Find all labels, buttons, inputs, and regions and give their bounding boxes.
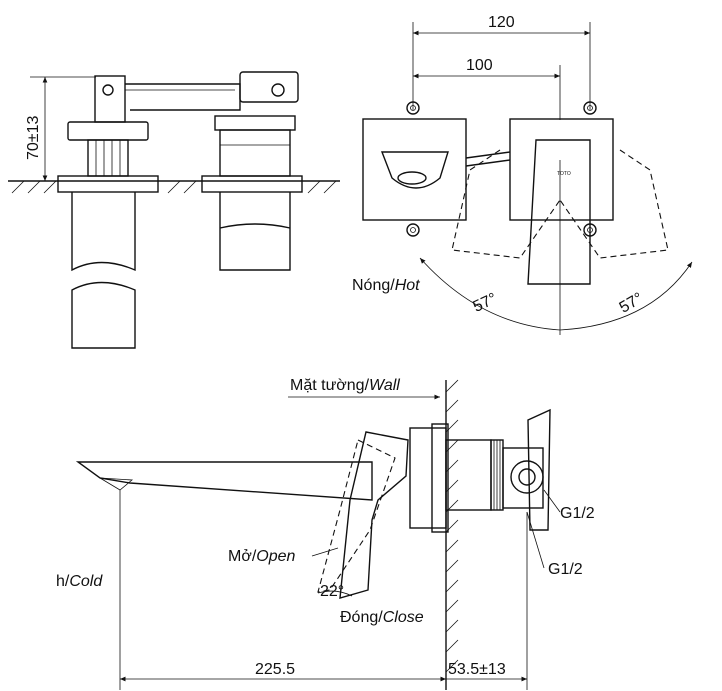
ground-hatching — [11, 180, 337, 194]
spout-length-label: 225.5 — [255, 661, 295, 678]
wall-depth-label: 53.5±13 — [448, 661, 506, 678]
lever-angle-label: 22° — [320, 583, 344, 600]
thread-label-top: G1/2 — [560, 505, 595, 522]
cold-label: h/Cold — [56, 573, 103, 590]
close-label: Đóng/Close — [340, 609, 424, 626]
hot-label: Nóng/Hot — [352, 277, 420, 294]
side-elevation-view: 70±13 — [8, 71, 340, 349]
thread-label-bottom: G1/2 — [548, 561, 583, 578]
width-inner-label: 100 — [466, 57, 493, 74]
plan-view: 120 100 TOTO 57° 57° — [352, 14, 693, 335]
width-outer-label: 120 — [488, 14, 515, 31]
angle-right-label: 57° — [617, 290, 646, 317]
open-label: Mở/Open — [228, 548, 296, 565]
wall-label: Mặt tường/Wall — [290, 377, 400, 394]
angle-left-label: 57° — [471, 290, 500, 316]
brand-logo: TOTO — [557, 171, 571, 177]
front-section-view: Mặt tường/Wall 22° Mở/Open — [56, 377, 595, 690]
height-dimension-label: 70±13 — [25, 116, 42, 160]
